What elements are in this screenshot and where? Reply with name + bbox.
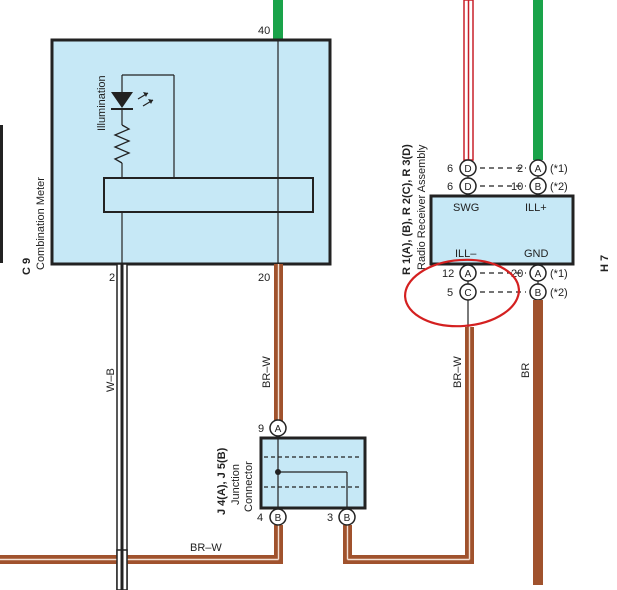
- radio-name: Radio Receiver Assembly: [416, 144, 428, 270]
- svg-text:D: D: [464, 164, 471, 175]
- left-edge-mark: [0, 125, 3, 263]
- svg-text:B: B: [535, 182, 542, 193]
- svg-text:B: B: [535, 288, 542, 299]
- meter-pin-2: 2: [109, 272, 115, 284]
- radio-row2-pin-right: 10: [511, 181, 523, 193]
- ground-code: H 7: [599, 255, 611, 272]
- illumination-led-icon: [111, 74, 175, 178]
- wire-label-bottom: BR–W: [190, 542, 222, 554]
- radio-row3-note: (*1): [550, 268, 568, 280]
- meter-code: C 9: [21, 258, 33, 275]
- radio-code: R 1(A), (B), R 2(C), R 3(D): [401, 144, 413, 275]
- junction-name-1: Junction: [230, 464, 242, 505]
- radio-row4-connectors: C B: [459, 283, 547, 301]
- radio-term-ill-plus: ILL+: [525, 202, 547, 214]
- junction-pin-3-connector: B: [338, 508, 356, 526]
- radio-term-gnd: GND: [524, 248, 549, 260]
- radio-term-swg: SWG: [453, 202, 479, 214]
- wire-label-radio-left: BR–W: [452, 356, 464, 388]
- brw-wire-bottom: [0, 525, 283, 564]
- wire-label-meter-left: W–B: [105, 368, 117, 392]
- svg-text:D: D: [464, 182, 471, 193]
- meter-pin-40: 40: [258, 25, 270, 37]
- svg-text:B: B: [344, 513, 351, 524]
- resistor-icon: [113, 109, 131, 178]
- radio-row2-connectors: D B: [459, 177, 547, 195]
- junction-name-2: Connector: [243, 461, 255, 512]
- radio-term-ill-minus: ILL–: [455, 248, 477, 260]
- junction-pin-9: 9: [258, 423, 264, 435]
- radio-row1-pin-left: 6: [447, 163, 453, 175]
- radio-row1-pin-right: 2: [517, 163, 523, 175]
- radio-row3-connectors: A A: [459, 264, 547, 282]
- junction-pin-9-connector: A: [269, 419, 287, 437]
- junction-pin-3: 3: [327, 512, 333, 524]
- meter-pin-20: 20: [258, 272, 270, 284]
- junction-pin-4-connector: B: [269, 508, 287, 526]
- radio-row2-note: (*2): [550, 181, 568, 193]
- radio-row4-pin-left: 5: [447, 287, 453, 299]
- junction-pin-4: 4: [257, 512, 263, 524]
- radio-receiver-box: [429, 194, 575, 266]
- br-ground-wire: [533, 300, 543, 585]
- radio-row1-note: (*1): [550, 163, 568, 175]
- combination-meter-box: [50, 38, 332, 266]
- meter-inner-bar: [103, 177, 314, 213]
- radio-row4-note: (*2): [550, 287, 568, 299]
- meter-name: Combination Meter: [35, 177, 47, 270]
- green-wire-radio: [533, 0, 543, 160]
- radio-row2-pin-left: 6: [447, 181, 453, 193]
- highlight-ellipse: [403, 258, 521, 328]
- svg-text:A: A: [275, 424, 282, 435]
- svg-text:A: A: [535, 164, 542, 175]
- illumination-label: Illumination: [96, 75, 108, 131]
- wire-label-radio-right: BR: [520, 363, 532, 378]
- junction-code: J 4(A), J 5(B): [216, 447, 228, 515]
- svg-text:A: A: [465, 269, 472, 280]
- svg-text:C: C: [464, 288, 471, 299]
- radio-row3-pin-left: 12: [442, 268, 454, 280]
- svg-text:A: A: [535, 269, 542, 280]
- junction-dot: [275, 469, 281, 475]
- wire-label-meter-right: BR–W: [261, 356, 273, 388]
- radio-row1-connectors: D A: [459, 159, 547, 177]
- green-wire-meter: [273, 0, 283, 40]
- svg-text:B: B: [275, 513, 282, 524]
